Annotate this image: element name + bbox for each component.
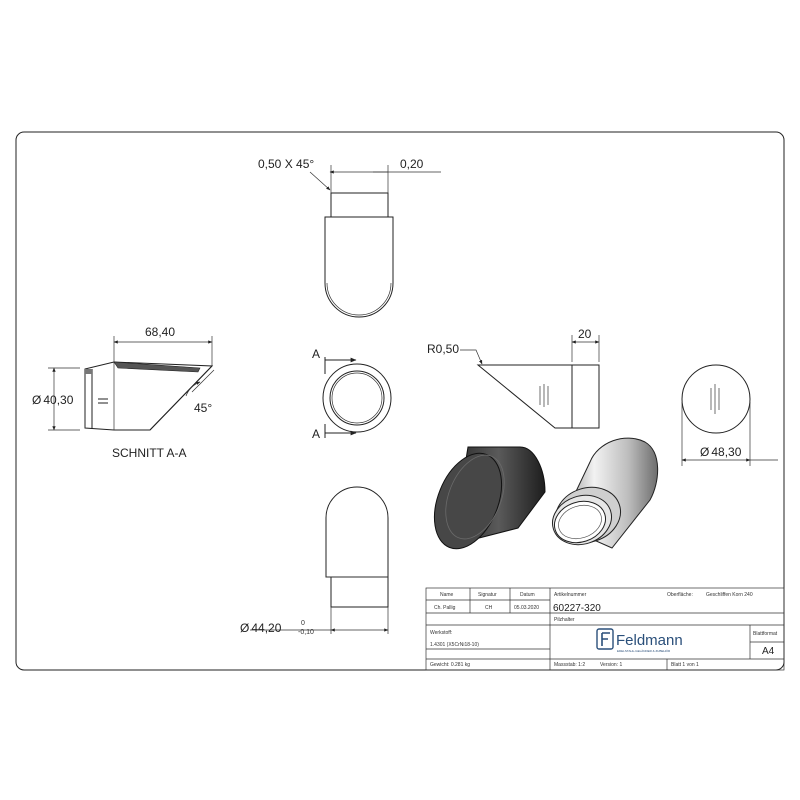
diameter-symbol-2: Ø <box>240 621 249 635</box>
chamfer-dimension: 0,50 X 45° <box>258 157 314 171</box>
tolerance-lower: -0,10 <box>298 629 314 636</box>
article-label: Artikelnummer <box>554 592 587 598</box>
side-view: 20 R0,50 <box>427 327 600 429</box>
row-date: 05.03.2020 <box>514 605 539 611</box>
tolerance-upper: 0 <box>301 620 305 627</box>
svg-text:Ø40,30: Ø40,30 <box>32 393 74 407</box>
section-diameter-dimension: 40,30 <box>43 393 73 407</box>
col-date: Datum <box>520 592 535 598</box>
section-length-dimension: 68,40 <box>145 325 175 339</box>
row-name: Ch. Pallig <box>434 605 456 611</box>
weight: Gewicht: 0.281 kg <box>430 662 470 668</box>
diameter-symbol-1: Ø <box>32 393 41 407</box>
isometric-view-light <box>552 437 659 549</box>
section-marker-bottom: A <box>312 427 320 441</box>
collar-diameter-dimension: 44,20 <box>251 621 281 635</box>
company-tagline: EDELSTAHL-GELÄNDER & ZUBEHÖR <box>617 649 671 653</box>
version: Version: 1 <box>600 662 622 668</box>
sheet-number: Blatt 1 von 1 <box>671 662 699 668</box>
top-view: 0,50 X 45° 0,20 <box>258 157 441 318</box>
svg-text:Ø44,20: Ø44,20 <box>240 621 282 635</box>
title-block: Name Signatur Datum Ch. Pallig CH 05.03.… <box>425 587 785 671</box>
radius-dimension: R0,50 <box>427 342 459 356</box>
section-title: SCHNITT A-A <box>112 446 186 460</box>
format-label: Blattformat <box>753 631 778 637</box>
surface-value: Geschliffen Korn 240 <box>706 592 753 598</box>
sheet-frame <box>15 131 785 671</box>
diameter-symbol-3: Ø <box>700 445 709 459</box>
front-view: A A <box>312 347 392 441</box>
surface-label: Oberfläche: <box>667 592 693 598</box>
row-signature: CH <box>485 605 493 611</box>
collar-length-dimension: 20 <box>578 327 592 341</box>
outer-diameter-dimension: 48,30 <box>711 445 741 459</box>
material-label: Werkstoff: <box>430 630 452 636</box>
col-signature: Signatur <box>478 592 497 598</box>
scale: Massstab: 1:2 <box>554 662 585 668</box>
product-label: Pilzhalter <box>554 617 575 623</box>
lip-dimension: 0,20 <box>400 157 424 171</box>
isometric-view-dark <box>433 446 546 550</box>
material-value: 1.4301 (X5CrNi18-10) <box>430 642 479 648</box>
feldmann-logo: Feldmann EDELSTAHL-GELÄNDER & ZUBEHÖR <box>596 628 683 653</box>
company-name: Feldmann <box>616 632 683 649</box>
svg-text:Ø48,30: Ø48,30 <box>700 445 742 459</box>
format-value: A4 <box>762 646 775 657</box>
section-marker-top: A <box>312 347 320 361</box>
article-number: 60227-320 <box>553 603 601 614</box>
section-angle-dimension: 45° <box>194 401 212 415</box>
col-name: Name <box>440 592 454 598</box>
